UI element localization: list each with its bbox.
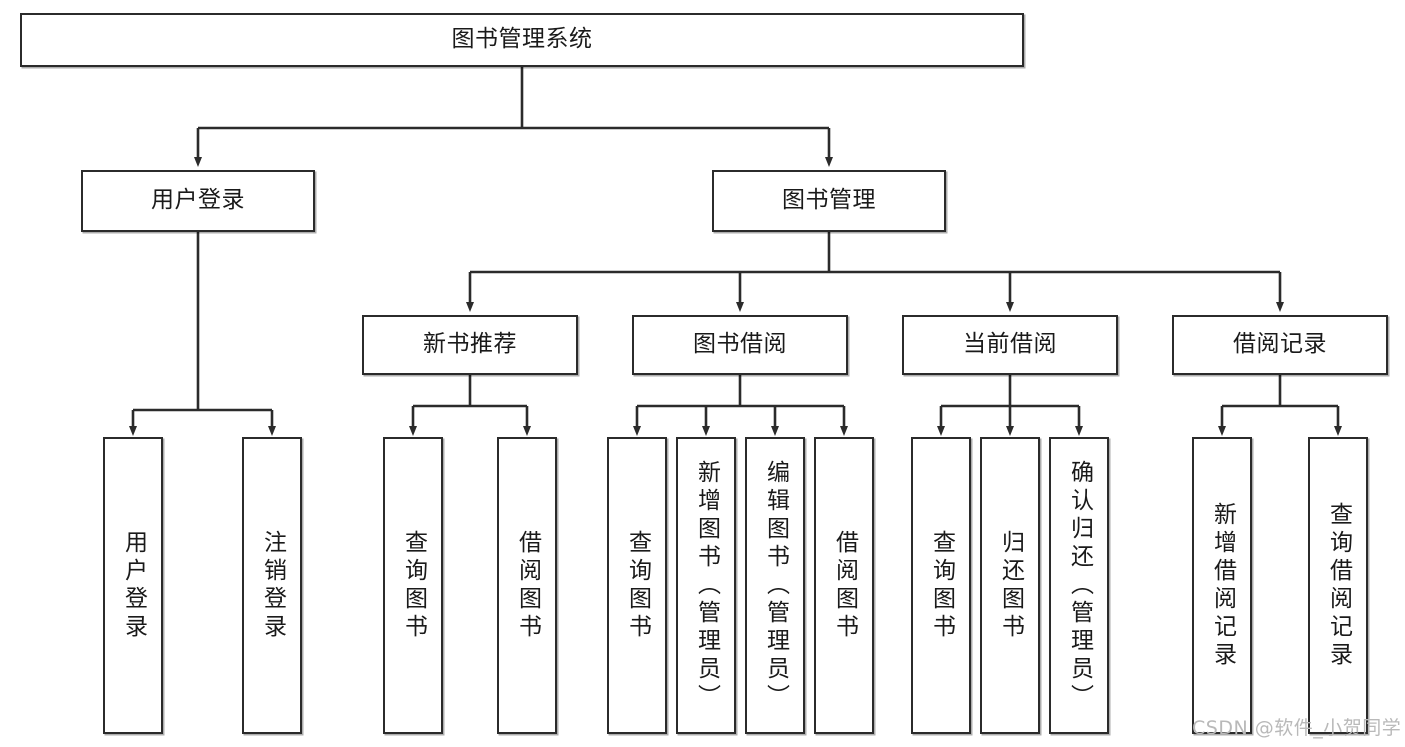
leaf-new-book-borrow[interactable]: 借阅图书 [497,437,557,734]
node-label: 当前借阅 [963,331,1057,358]
node-label: 用户登录 [151,187,245,214]
node-label: 查询图书 [624,529,651,642]
node-label: 归还图书 [997,529,1024,642]
node-label: 新书推荐 [423,331,517,358]
leaf-book-borrow-add[interactable]: 新增图书（管理员） [676,437,736,734]
node-label: 图书借阅 [693,331,787,358]
node-label: 用户登录 [120,529,147,642]
leaf-current-borrow-return[interactable]: 归还图书 [980,437,1040,734]
node-label: 借阅记录 [1233,331,1327,358]
node-user-login[interactable]: 用户登录 [81,170,315,232]
leaf-borrow-record-add[interactable]: 新增借阅记录 [1192,437,1252,734]
node-label: 查询图书 [928,529,955,642]
leaf-current-borrow-confirm-return[interactable]: 确认归还（管理员） [1049,437,1109,734]
node-borrow-record[interactable]: 借阅记录 [1172,315,1388,375]
csdn-watermark: CSDN @软件_小贺同学 [1192,717,1402,739]
node-label: 查询借阅记录 [1325,501,1352,670]
node-label: 新增借阅记录 [1209,501,1236,670]
node-root-book-management-system[interactable]: 图书管理系统 [20,13,1024,67]
node-label: 确认归还（管理员） [1066,459,1093,712]
node-label: 编辑图书（管理员） [762,459,789,712]
leaf-book-borrow-query[interactable]: 查询图书 [607,437,667,734]
node-label: 图书管理 [782,187,876,214]
node-label: 图书管理系统 [451,26,593,53]
node-label: 新增图书（管理员） [693,459,720,712]
node-label: 查询图书 [400,529,427,642]
node-label: 借阅图书 [831,529,858,642]
leaf-borrow-record-query[interactable]: 查询借阅记录 [1308,437,1368,734]
node-new-book-recommend[interactable]: 新书推荐 [362,315,578,375]
node-label: 借阅图书 [514,529,541,642]
leaf-book-borrow-edit[interactable]: 编辑图书（管理员） [745,437,805,734]
node-book-borrow[interactable]: 图书借阅 [632,315,848,375]
leaf-user-login-logout[interactable]: 注销登录 [242,437,302,734]
node-label: 注销登录 [259,529,286,642]
leaf-new-book-query[interactable]: 查询图书 [383,437,443,734]
leaf-book-borrow-borrow[interactable]: 借阅图书 [814,437,874,734]
leaf-user-login-login[interactable]: 用户登录 [103,437,163,734]
node-book-management[interactable]: 图书管理 [712,170,946,232]
leaf-current-borrow-query[interactable]: 查询图书 [911,437,971,734]
node-current-borrow[interactable]: 当前借阅 [902,315,1118,375]
